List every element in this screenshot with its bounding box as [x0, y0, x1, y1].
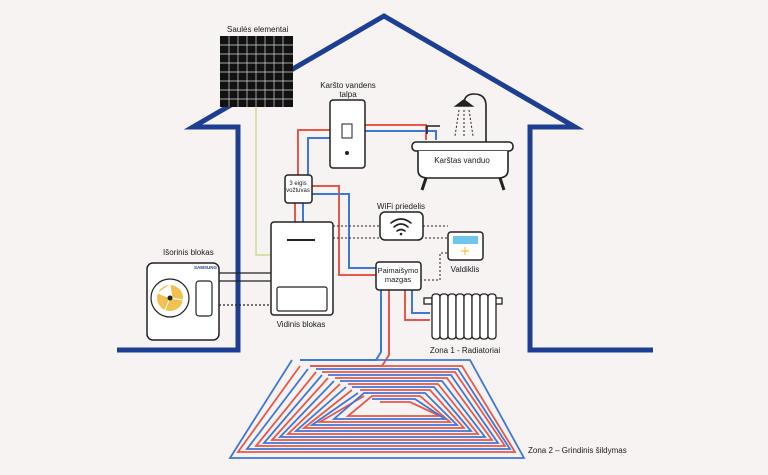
zone1-label: Zona 1 - Radiatoriai — [429, 346, 501, 355]
tank-label-line2: talpa — [339, 90, 357, 99]
hot-pipe-tank — [297, 129, 330, 182]
brand-logo: SAMSUNG — [194, 265, 218, 270]
cold-pipe-bath — [365, 130, 437, 140]
hot-water-label: Karštas vanduo — [434, 156, 490, 165]
solar-panel — [220, 36, 293, 107]
valve-label-line2: vožtuvas — [286, 188, 310, 194]
controller-label: Valdiklis — [450, 265, 480, 274]
cold-pipe-radiator — [411, 290, 430, 314]
indoor-unit-label: Vidinis blokas — [276, 320, 326, 329]
floor-heating-coil — [228, 359, 526, 459]
tank-label-line1: Karšto vandens — [320, 81, 376, 90]
valve-label-line1: 3 eigis — [289, 181, 307, 187]
indoor-unit — [270, 221, 334, 316]
mixing-label-line2: mazgas — [384, 275, 412, 284]
solar-cable — [255, 106, 271, 256]
wifi-module — [379, 211, 424, 241]
floor-coil-red — [236, 365, 517, 453]
mixing-label-line1: Paimaišymo — [377, 266, 419, 275]
hot-water-tank — [329, 99, 366, 169]
outdoor-unit-label: Išorinis blokas — [163, 248, 214, 257]
cold-pipe-mix — [311, 193, 376, 269]
wifi-icon — [390, 218, 412, 232]
hot-pipe-mix — [311, 185, 376, 276]
mixing-unit — [375, 261, 422, 291]
outdoor-unit — [146, 262, 220, 341]
controller — [447, 231, 484, 261]
solar-panel-label: Saulės elementai — [227, 25, 289, 34]
bathtub — [411, 93, 514, 191]
hot-pipe-radiator — [404, 290, 430, 321]
cold-pipe-tank — [307, 137, 330, 182]
radiator — [423, 293, 503, 340]
outdoor-indoor-lines — [219, 272, 271, 306]
house-outline — [117, 13, 653, 353]
zone2-label: Zona 2 – Grindinis šildymas — [528, 446, 627, 455]
floor-coil-blue — [228, 359, 526, 459]
wifi-label: WiFi priedelis — [376, 202, 426, 211]
hot-pipe-bath — [365, 124, 427, 140]
three-way-valve — [284, 174, 313, 204]
